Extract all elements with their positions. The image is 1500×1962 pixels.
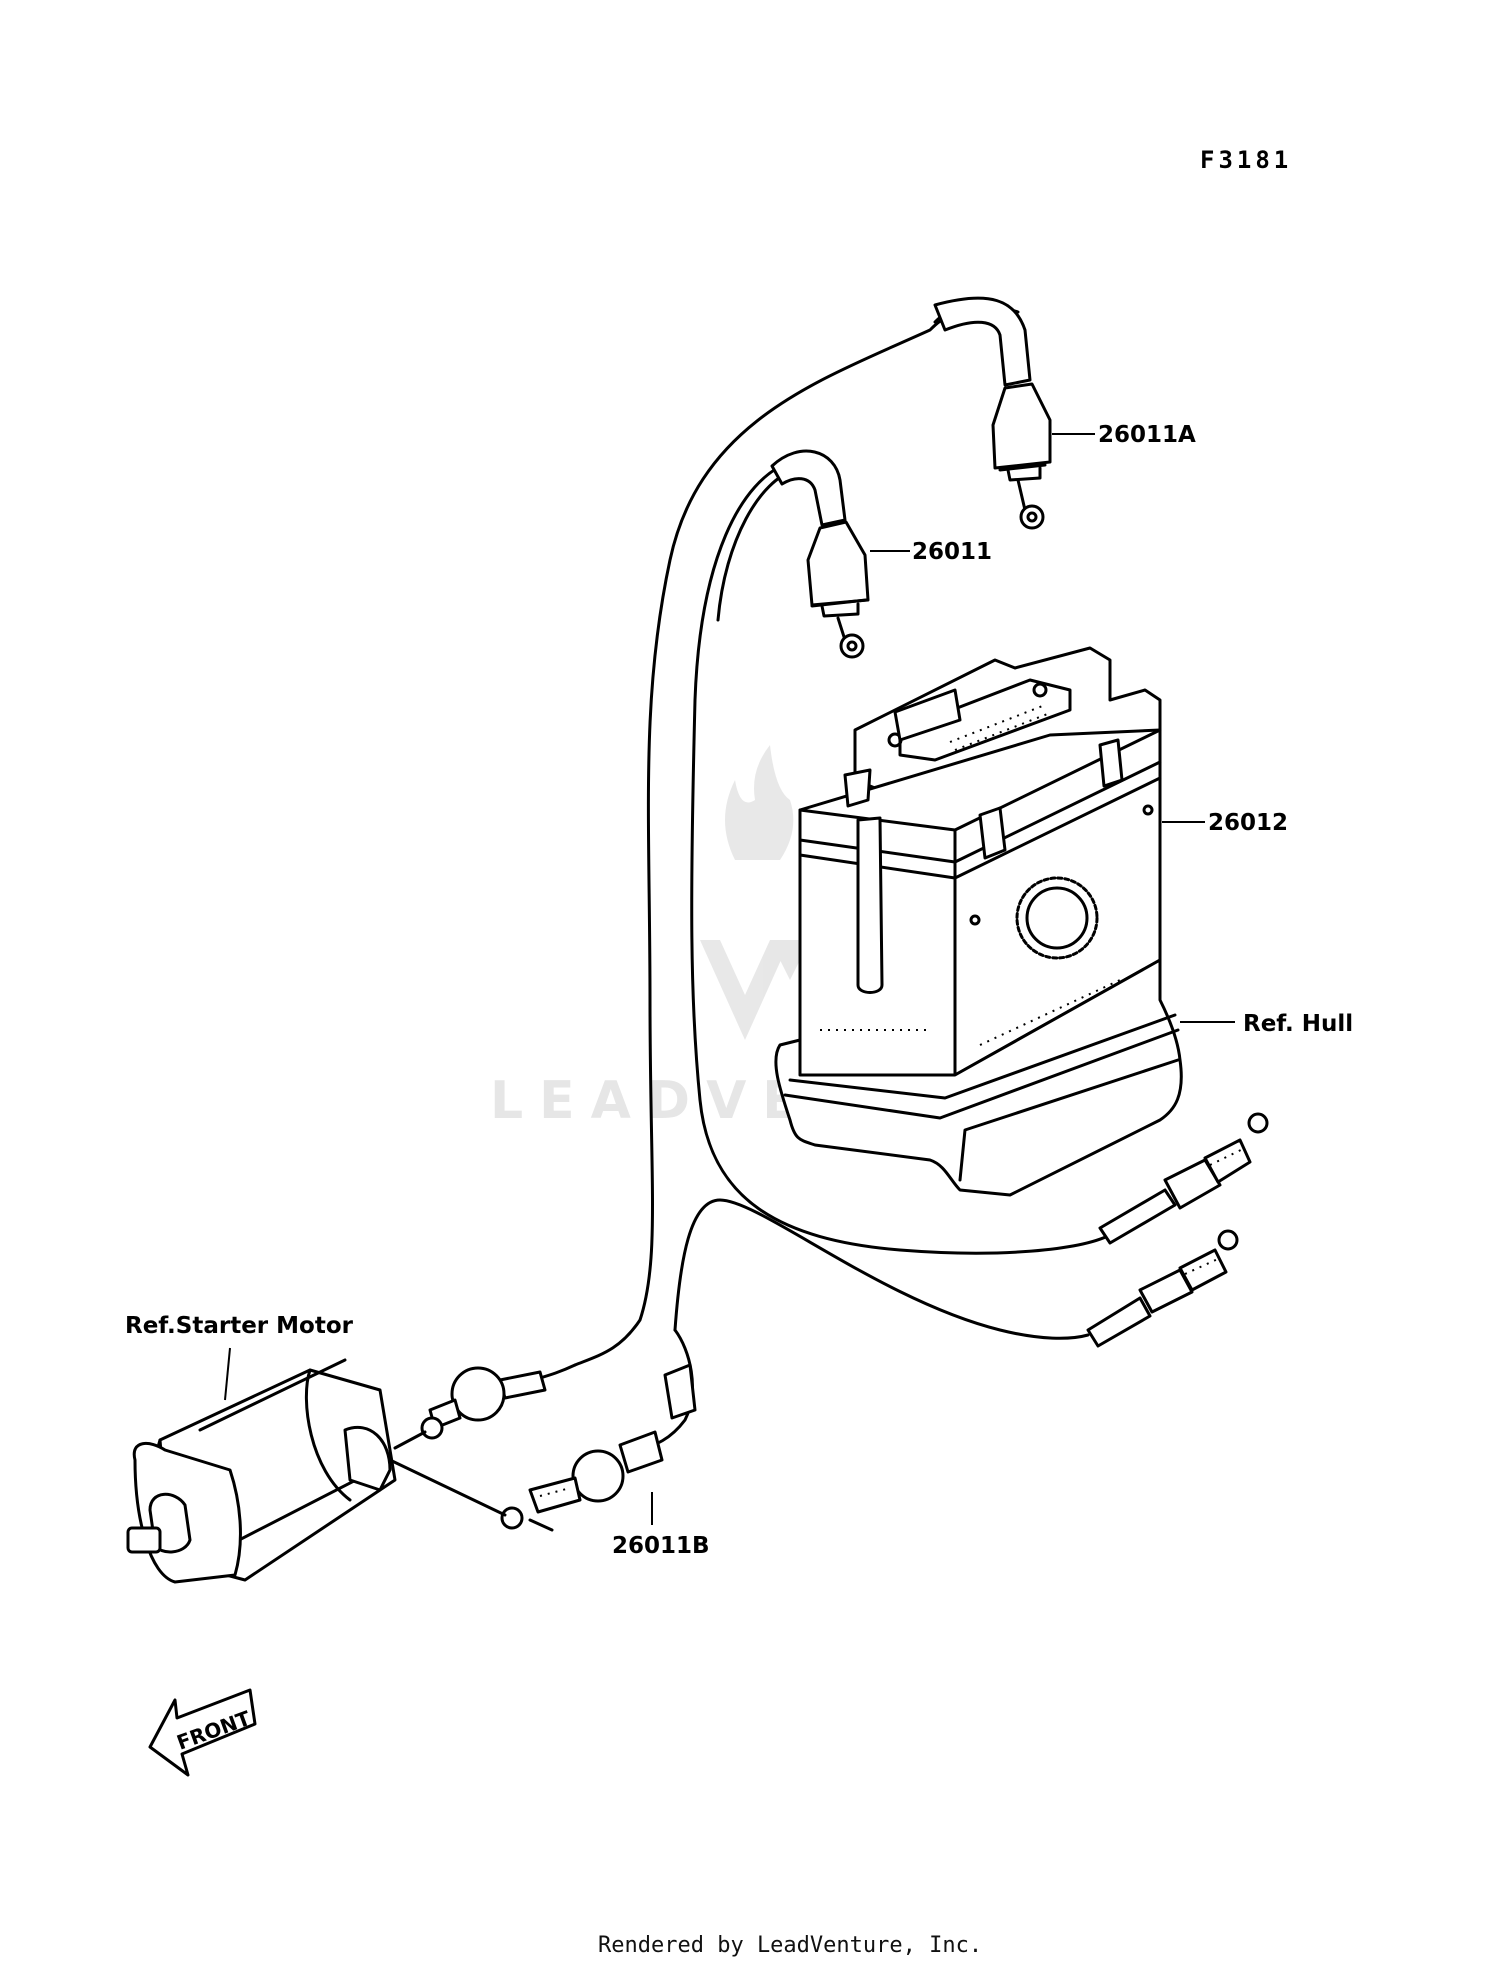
cable-26011B-route — [673, 1198, 1090, 1340]
front-arrow-icon: FRONT — [148, 1688, 257, 1777]
callout-starter: Ref.Starter Motor — [125, 1313, 354, 1339]
callout-hull: Ref. Hull — [1243, 1011, 1353, 1037]
starter-motor — [126, 1347, 397, 1584]
hull-tray — [774, 958, 1235, 1197]
cable-26011 — [690, 449, 1112, 1255]
callout-26012: 26012 — [1208, 810, 1288, 836]
starter-connector-lower — [388, 1328, 697, 1532]
starter-connector-upper — [393, 1363, 577, 1450]
terminal-lower — [1086, 1229, 1239, 1348]
callout-26011B: 26011B — [612, 1533, 710, 1559]
callout-26011: 26011 — [912, 539, 992, 565]
figure-code: F3181 — [1200, 146, 1292, 174]
terminal-upper — [1098, 1112, 1269, 1245]
watermark-logo — [700, 745, 810, 1040]
footer-credit: Rendered by LeadVenture, Inc. — [598, 1933, 982, 1958]
callout-26011A: 26011A — [1098, 422, 1196, 448]
cable-26011A — [573, 296, 1095, 1367]
